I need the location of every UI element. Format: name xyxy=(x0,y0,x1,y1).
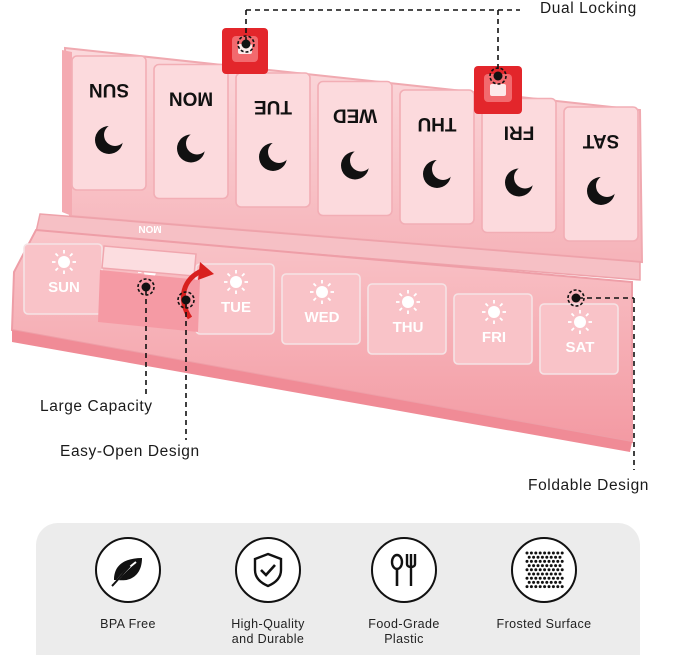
shield-check-icon xyxy=(235,537,301,603)
moon-icon xyxy=(423,158,454,188)
tray-compartment-wed[interactable]: WED xyxy=(281,273,361,345)
moon-icon xyxy=(341,149,372,180)
callout-foldable: Foldable Design xyxy=(528,477,650,494)
tray-compartment-fri[interactable]: FRI xyxy=(453,293,533,365)
tray-day-label: TUE xyxy=(221,299,251,316)
feature-panel: BPA Free High-Quality and Durable Food-G… xyxy=(36,523,640,655)
callout-dual-locking: Dual Locking xyxy=(540,0,637,17)
tray-day-label: MON xyxy=(138,223,161,234)
lid-day-label: SAT xyxy=(582,130,619,151)
sun-icon xyxy=(52,250,76,274)
lid-compartment-sat[interactable]: SAT xyxy=(563,106,639,242)
spoon-fork-icon xyxy=(371,537,437,603)
lid-compartment-fri[interactable]: FRI xyxy=(481,97,557,234)
tray-compartment-sat[interactable]: SAT xyxy=(539,303,619,375)
sun-icon xyxy=(396,290,420,314)
tray-compartment-sun[interactable]: SUN xyxy=(23,243,103,315)
lid-compartment-sun[interactable]: SUN xyxy=(71,55,147,191)
red-latch-right[interactable] xyxy=(474,66,522,114)
sun-icon xyxy=(482,300,506,324)
lid-day-label: SUN xyxy=(89,79,129,100)
feature-label: High-Quality and Durable xyxy=(231,617,305,646)
lid-day-label: MON xyxy=(169,88,213,109)
lid-compartment-thu[interactable]: THU xyxy=(399,89,475,225)
tray-compartment-tue[interactable]: TUE xyxy=(195,263,275,335)
lid-day-label: TUE xyxy=(254,96,292,117)
moon-icon xyxy=(505,166,536,197)
sun-icon xyxy=(568,310,592,334)
lid-day-label: THU xyxy=(417,113,456,134)
sun-icon xyxy=(310,280,334,304)
callout-lines xyxy=(145,9,635,470)
feature-food-grade: Food-Grade Plastic xyxy=(344,537,464,647)
sun-icon xyxy=(224,270,248,294)
callout-easy-open: Easy-Open Design xyxy=(60,443,200,460)
tray-day-label: WED xyxy=(305,309,340,326)
feature-label: Food-Grade Plastic xyxy=(368,617,440,646)
open-compartment[interactable] xyxy=(98,270,200,332)
feature-bpa-free: BPA Free xyxy=(68,537,188,632)
moon-icon xyxy=(587,175,618,205)
moon-icon xyxy=(95,124,126,154)
moon-icon xyxy=(177,132,208,163)
dot-pattern-icon xyxy=(511,537,577,603)
tray-compartment-thu[interactable]: THU xyxy=(367,283,447,355)
lid-day-label: WED xyxy=(333,105,377,126)
lid-compartment-wed[interactable]: WED xyxy=(317,80,393,217)
tray-day-label: SUN xyxy=(48,279,80,296)
lid-compartment-mon[interactable]: MON xyxy=(153,63,229,200)
tray-day-label: FRI xyxy=(482,329,506,346)
lid-day-label: FRI xyxy=(504,122,535,143)
callout-markers xyxy=(137,35,585,309)
lid-compartment-tue[interactable]: TUE xyxy=(235,72,311,208)
leaf-icon xyxy=(95,537,161,603)
red-latch-left[interactable] xyxy=(222,28,268,74)
open-arrow xyxy=(180,267,206,320)
hinge xyxy=(35,213,641,281)
organizer-tray: SUN MON TUE WED THU FRI SAT xyxy=(10,223,633,452)
tray-day-label: SAT xyxy=(566,339,595,356)
feature-label: Frosted Surface xyxy=(496,617,592,631)
moon-icon xyxy=(259,141,290,171)
callout-large-capacity: Large Capacity xyxy=(40,398,153,415)
feature-frosted: Frosted Surface xyxy=(484,537,604,632)
feature-label: BPA Free xyxy=(100,617,156,631)
tray-day-label: THU xyxy=(393,319,424,336)
feature-high-quality: High-Quality and Durable xyxy=(208,537,328,647)
